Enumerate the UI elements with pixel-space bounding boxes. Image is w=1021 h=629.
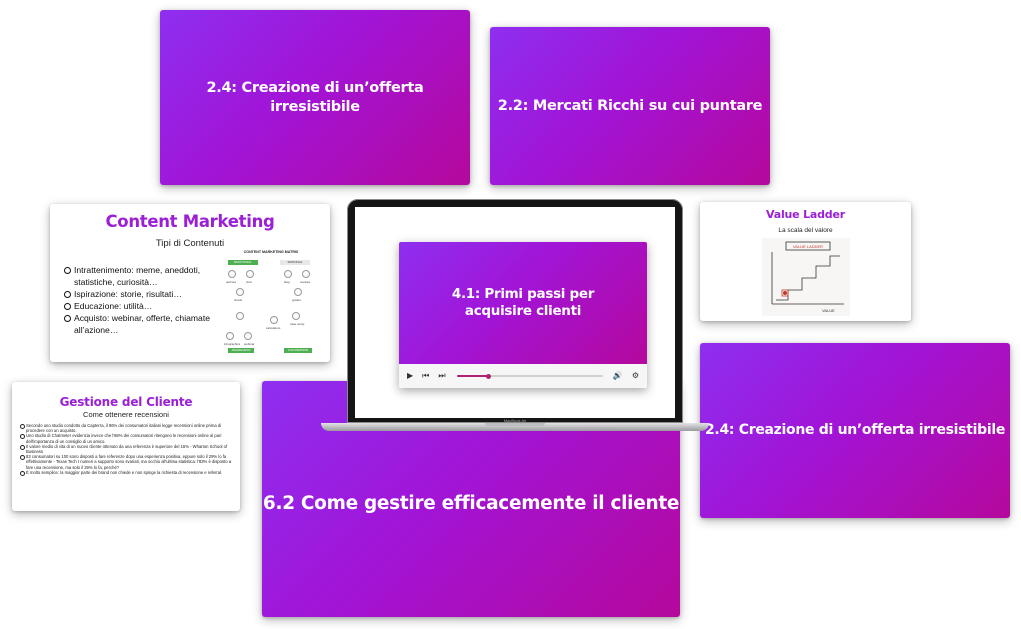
- video-icon: [244, 332, 252, 340]
- slide-subtitle: Tipi di Contenuti: [155, 238, 225, 249]
- value-ladder-drawing: VALUE LADDER VALUE: [771, 241, 844, 313]
- video-player[interactable]: 4.1: Primi passi per acquisire clienti ▶…: [399, 242, 647, 388]
- matrix-label: webinar: [244, 342, 255, 346]
- list-item: Intrattenimento: meme, aneddoti, statist…: [64, 264, 214, 288]
- infographic-icon: [236, 312, 244, 320]
- laptop-brand: MacBook Air: [503, 418, 527, 423]
- blog-icon: [284, 270, 292, 278]
- list-item: Il valore medio di vita di un nuovo clie…: [20, 444, 238, 454]
- matrix-label: blog: [284, 280, 290, 284]
- matrix-tag: RATIONAL: [280, 260, 310, 265]
- bullet-list: Intrattenimento: meme, aneddoti, statist…: [64, 264, 214, 336]
- bullet-list: Secondo uno studio condotto da Capterra,…: [20, 423, 238, 477]
- matrix-tag: AWARENESS: [228, 348, 254, 353]
- slide-subtitle: La scala del valore: [778, 227, 833, 234]
- laptop-lid: 4.1: Primi passi per acquisire clienti ▶…: [347, 199, 683, 423]
- next-icon[interactable]: ⏭: [438, 371, 446, 380]
- slide-subtitle: Come ottenere recensioni: [83, 410, 169, 419]
- matrix-label: charts: [234, 298, 243, 302]
- slide-title: Content Marketing: [105, 212, 275, 231]
- matrix-tag: CONVERSION: [284, 348, 312, 353]
- matrix-label: infographics: [224, 342, 241, 346]
- video-controls: ▶ ⏮ ⏭ 🔊 ⚙: [399, 364, 647, 388]
- matrix-label: quizzes: [226, 280, 237, 284]
- review-icon: [302, 270, 310, 278]
- list-item: Secondo uno studio condotto da Capterra,…: [20, 423, 238, 433]
- webinar-icon: [226, 332, 234, 340]
- slide-card-content-marketing[interactable]: Content Marketing Tipi di Contenuti Intr…: [50, 204, 330, 362]
- matrix-label: calculators: [266, 326, 281, 330]
- previous-icon[interactable]: ⏮: [422, 371, 430, 380]
- slide-title: 6.2 Come gestire efficacemente il client…: [262, 493, 680, 515]
- list-item: Acquisto: webinar, offerte, chiamate all…: [64, 312, 214, 336]
- volume-icon[interactable]: 🔊: [612, 371, 623, 380]
- matrix-label: guides: [292, 298, 301, 302]
- list-item: È molto semplice: la maggior parte dei b…: [20, 470, 238, 477]
- content-marketing-matrix: CONTENT MARKETING MATRIX EMOTIONAL RATIO…: [218, 250, 324, 358]
- video-title: 4.1: Primi passi per acquisire clienti: [451, 286, 595, 319]
- list-item: 83 consumatori su 100 sono disposti a fa…: [20, 454, 238, 470]
- calculator-icon: [270, 316, 278, 324]
- viral-icon: [246, 270, 254, 278]
- guide-icon: [294, 288, 302, 296]
- sketch-title: VALUE LADDER: [793, 244, 823, 249]
- play-icon[interactable]: ▶: [407, 371, 414, 380]
- slide-card-gestione-cliente[interactable]: Gestione del Cliente Come ottenere recen…: [12, 382, 240, 511]
- laptop-screen: 4.1: Primi passi per acquisire clienti ▶…: [355, 207, 675, 418]
- laptop-base: [321, 423, 709, 431]
- slide-title: 2.2: Mercati Ricchi su cui puntare: [497, 97, 763, 114]
- video-frame[interactable]: 4.1: Primi passi per acquisire clienti: [399, 242, 647, 364]
- matrix-label: viral: [246, 280, 252, 284]
- settings-icon[interactable]: ⚙: [631, 371, 639, 380]
- list-item: Ispirazione: storie, risultati…: [64, 288, 214, 300]
- slide-title: 2.4: Creazione di un’offerta irresistibi…: [704, 421, 1006, 438]
- slide-card-offer-right[interactable]: 2.4: Creazione di un’offerta irresistibi…: [700, 343, 1010, 518]
- progress-handle[interactable]: [486, 373, 492, 379]
- progress-bar[interactable]: [456, 373, 603, 379]
- matrix-title: CONTENT MARKETING MATRIX: [243, 250, 299, 254]
- sketch-axis: VALUE: [822, 308, 835, 313]
- slide-title: Value Ladder: [766, 208, 845, 221]
- list-item: Uno studio di Chatmeter evidenzia invece…: [20, 433, 238, 444]
- slide-card-value-ladder[interactable]: Value Ladder La scala del valore VALUE L…: [700, 202, 911, 321]
- slide-title: Gestione del Cliente: [59, 395, 193, 409]
- matrix-tag: EMOTIONAL: [228, 260, 258, 265]
- slide-card-offer-top[interactable]: 2.4: Creazione di un’offerta irresistibi…: [160, 10, 470, 185]
- list-item: Educazione: utilità…: [64, 300, 214, 312]
- matrix-label: reviews: [300, 280, 311, 284]
- slide-card-markets[interactable]: 2.2: Mercati Ricchi su cui puntare: [490, 27, 770, 185]
- case-study-icon: [292, 312, 300, 320]
- slide-title: 2.4: Creazione di un’offerta irresistibi…: [206, 80, 424, 115]
- matrix-label: case study: [290, 322, 305, 326]
- chart-icon: [236, 288, 244, 296]
- quiz-icon: [228, 270, 236, 278]
- value-ladder-sketch: VALUE LADDER VALUE: [762, 238, 850, 316]
- laptop: 4.1: Primi passi per acquisire clienti ▶…: [321, 199, 709, 431]
- progress-fill: [456, 375, 489, 377]
